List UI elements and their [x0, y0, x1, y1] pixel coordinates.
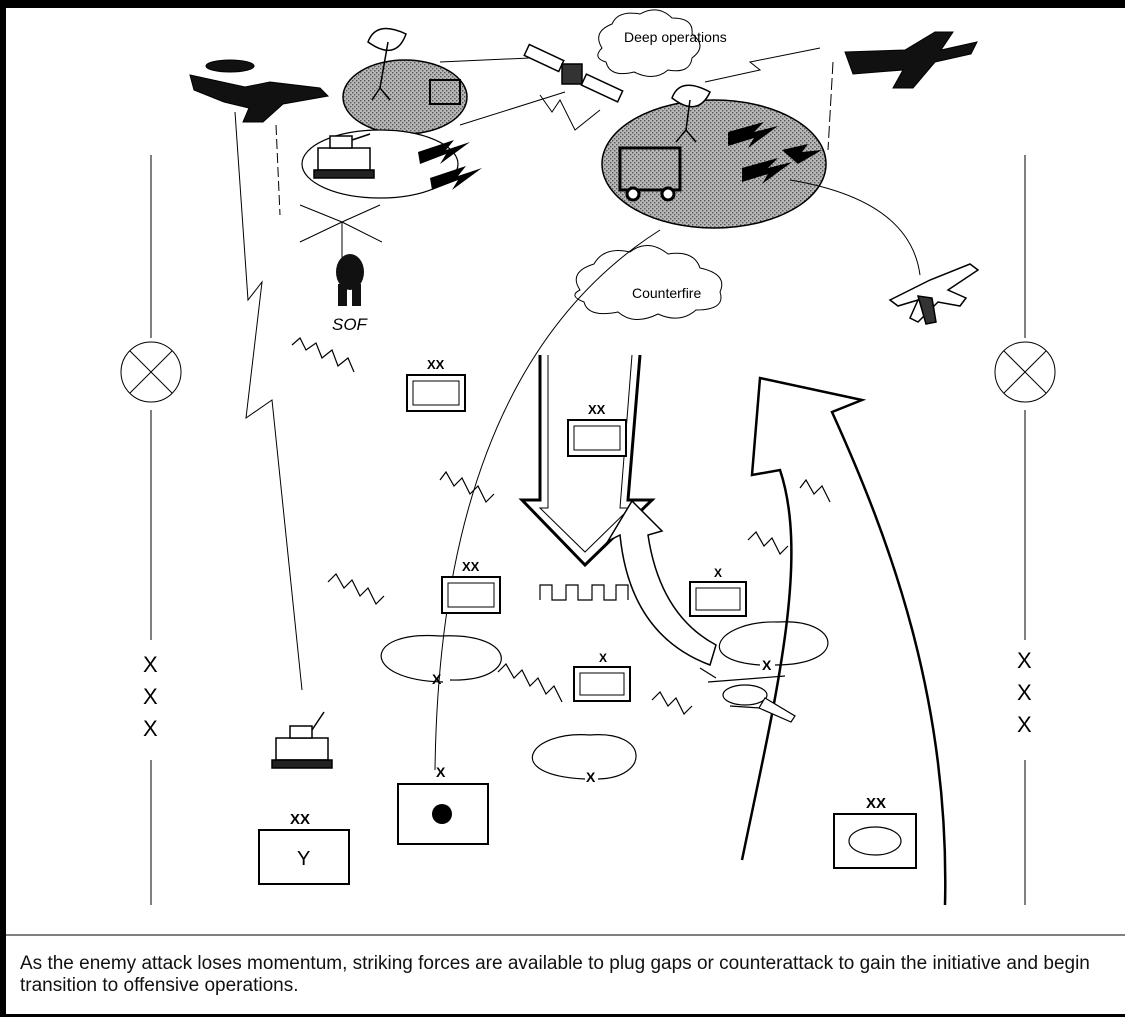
brigade-unit: X — [397, 764, 489, 845]
boundary-marker-icon — [120, 341, 182, 403]
brigade-echelon-label: X — [599, 651, 607, 665]
division-echelon-label: XX — [290, 811, 310, 828]
artillery-glyph: Y — [297, 848, 310, 870]
brigade-echelon-label: X — [762, 657, 772, 673]
counterattack-small-arrow — [606, 499, 717, 666]
sof-label: SOF — [332, 315, 369, 334]
lightning-link — [234, 111, 303, 691]
brigade-echelon-label: X — [586, 769, 596, 785]
division-echelon-label: XX — [588, 402, 606, 417]
counterfire-path — [434, 229, 661, 771]
brigade-unit: X — [689, 566, 747, 617]
jet-link — [827, 61, 834, 151]
corps-echelon-left-3: X — [143, 716, 158, 741]
brigade-area: X — [718, 621, 829, 673]
tank-icon — [271, 711, 333, 769]
division-unit: XX Y — [258, 811, 350, 885]
division-unit: XX — [406, 357, 466, 412]
division-echelon-label: XX — [462, 559, 480, 574]
corps-echelon-right-1: X — [1017, 648, 1032, 673]
satellite-dish-icon — [671, 84, 711, 143]
deep-operations-label: Deep operations — [624, 29, 727, 45]
caption-text: As the enemy attack loses momentum, stri… — [20, 953, 1090, 996]
attack-aircraft-icon — [888, 263, 980, 325]
missile-icon — [728, 122, 822, 184]
brigade-area: X — [531, 734, 637, 785]
sof-soldier-icon — [336, 254, 364, 306]
target-unit-icon — [618, 146, 682, 202]
target-unit-icon — [429, 79, 461, 105]
satellite-icon — [523, 43, 624, 103]
satellite-dish-icon — [367, 27, 407, 101]
brigade-echelon-label: X — [432, 671, 442, 687]
division-echelon-label: XX — [866, 795, 886, 812]
strike-path — [789, 179, 921, 276]
brigade-echelon-label: X — [436, 764, 446, 780]
dashed-link — [275, 124, 281, 216]
division-echelon-label: XX — [427, 357, 445, 372]
corps-echelon-right-3: X — [1017, 712, 1032, 737]
division-unit: XX — [567, 402, 627, 457]
sof-arrows — [299, 204, 383, 260]
division-unit: XX — [441, 559, 501, 614]
brigade-unit: X — [573, 651, 631, 702]
comm-links — [439, 47, 821, 131]
boundary-marker-icon — [994, 341, 1056, 403]
cloud-icon — [597, 9, 701, 77]
counterattack-arrow — [740, 376, 947, 906]
deep-target-area-right — [601, 99, 827, 229]
brigade-area: X — [380, 634, 502, 687]
jet-icon — [844, 31, 978, 89]
tank-icon — [313, 133, 375, 179]
corps-echelon-right-2: X — [1017, 680, 1032, 705]
aircraft-icon — [189, 59, 330, 123]
missile-icon — [418, 140, 482, 190]
helicopter-icon — [699, 667, 796, 723]
corps-echelon-left-2: X — [143, 684, 158, 709]
brigade-echelon-label: X — [714, 566, 722, 580]
enemy-attack-arrow — [518, 354, 656, 568]
enemy-attack-arrow-inner — [538, 354, 633, 553]
flot-lines — [291, 337, 831, 716]
division-unit: XX — [833, 795, 917, 869]
counterfire-label: Counterfire — [632, 285, 701, 301]
deep-target-area-left — [342, 59, 468, 135]
corps-echelon-left-1: X — [143, 652, 158, 677]
cloud-icon — [574, 245, 723, 320]
